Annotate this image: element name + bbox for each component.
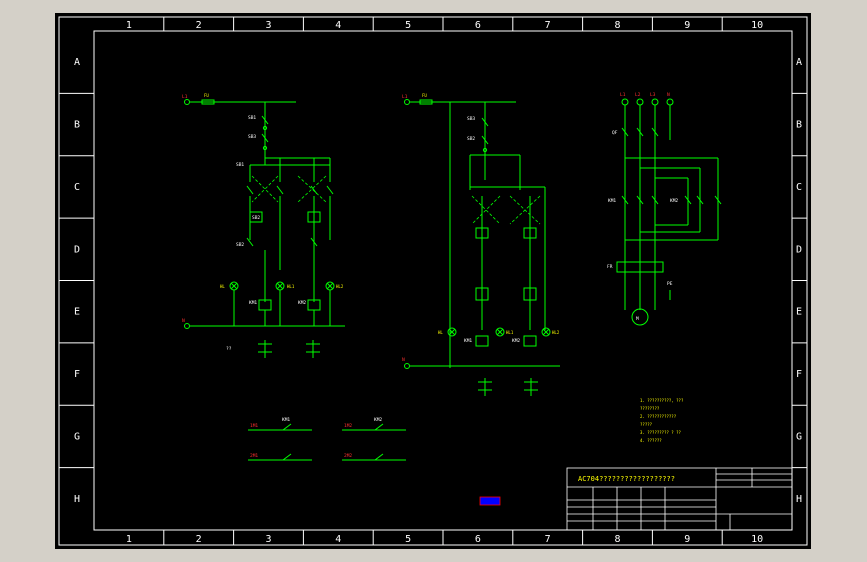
- zone-col-top: 2: [196, 20, 202, 31]
- c1-sb3-label: SB3: [248, 134, 256, 140]
- motor-km1-label: KM1: [608, 198, 616, 204]
- zone-row-right: G: [796, 431, 802, 442]
- c1-sb1-label: SB1: [248, 115, 256, 121]
- zone-row-left: F: [74, 369, 80, 380]
- zone-col-bottom: 9: [684, 534, 690, 545]
- technical-notes: 1. ??????????, ??? ???????? 2. ?????????…: [640, 398, 684, 443]
- phase-l2-label: L2: [635, 92, 641, 98]
- note-line-6: 4. ??????: [640, 438, 662, 443]
- pe-label: PE: [667, 281, 673, 287]
- c2-fuse-label: FU: [422, 93, 427, 98]
- c1-sb2-label: SB2: [252, 215, 260, 221]
- zone-col-top: 4: [335, 20, 341, 31]
- note-line-3: 2. ????????????: [640, 414, 677, 419]
- control-circuit-1: L1 FU N SB1 SB3 SB1: [182, 93, 345, 358]
- phase-n-label: N: [667, 92, 670, 98]
- zone-col-bottom: 1: [126, 534, 132, 545]
- title-block-title: AC704??????????????????: [578, 475, 675, 483]
- zone-col-top: 3: [265, 20, 271, 31]
- zone-col-top: 8: [614, 20, 620, 31]
- motor-km2-label: KM2: [670, 198, 678, 204]
- zone-col-bottom: 3: [265, 534, 271, 545]
- zone-col-top: 1: [126, 20, 132, 31]
- zone-row-left: D: [74, 244, 80, 255]
- il-a2-label: 1M2: [344, 423, 352, 429]
- il-km1-label: KM1: [282, 417, 290, 423]
- note-line-5: 3. ????????? ? ??: [640, 430, 682, 435]
- c1-fuse-label: FU: [204, 93, 209, 98]
- c2-lamp-label: HL: [438, 330, 443, 335]
- c2-lamp2-label: HL2: [552, 330, 560, 335]
- zone-col-bottom: 4: [335, 534, 341, 545]
- fr-label: FR: [607, 264, 613, 270]
- c2-stop-label: SB3: [467, 116, 475, 122]
- zone-col-bottom: 2: [196, 534, 202, 545]
- zone-row-right: H: [796, 494, 802, 505]
- qf-label: QF: [612, 130, 618, 136]
- c1-left-top-label: SB1: [236, 162, 244, 168]
- zone-col-top: 9: [684, 20, 690, 31]
- zone-col-bottom: 8: [614, 534, 620, 545]
- zone-row-left: G: [74, 431, 80, 442]
- c2-km1-label: KM1: [464, 338, 472, 344]
- zone-col-bottom: 5: [405, 534, 411, 545]
- c1-lamp2-label: HL2: [336, 284, 344, 289]
- motor-main-circuit: L1 L2 L3 N QF KM1 KM2 FR PE M: [607, 92, 722, 326]
- phase-l3-label: L3: [650, 92, 656, 98]
- c1-supply-top-label: L1: [182, 94, 188, 100]
- c1-sub-label: ??: [226, 346, 232, 352]
- zone-row-left: H: [74, 494, 80, 505]
- interlock-detail: KM1 1M1 2M1 KM2 1M2 2M2: [248, 417, 406, 461]
- note-line-2: ????????: [640, 406, 660, 411]
- c2-lamp1-label: HL1: [506, 330, 514, 335]
- c1-start-label: SB2: [236, 242, 244, 248]
- il-b2-label: 2M2: [344, 453, 352, 459]
- zone-row-left: C: [74, 182, 80, 193]
- title-block: AC704??????????????????: [566, 467, 793, 531]
- zone-col-bottom: 7: [545, 534, 551, 545]
- zone-row-left: A: [74, 57, 80, 68]
- c2-supply-bottom-label: N: [402, 357, 405, 363]
- phase-l1-label: L1: [620, 92, 626, 98]
- il-km2-label: KM2: [374, 417, 382, 423]
- c2-km2-label: KM2: [512, 338, 520, 344]
- zone-col-top: 10: [751, 20, 763, 31]
- note-line-1: 1. ??????????, ???: [640, 398, 684, 403]
- zone-row-right: C: [796, 182, 802, 193]
- zone-row-right: F: [796, 369, 802, 380]
- zone-col-bottom: 10: [751, 534, 763, 545]
- c1-lamp1-label: HL1: [287, 284, 295, 289]
- note-line-4: ?????: [640, 422, 653, 427]
- c1-km2-coil-label: KM2: [298, 300, 306, 306]
- zone-row-left: B: [74, 120, 80, 131]
- zone-row-right: D: [796, 244, 802, 255]
- c1-lamp-label: HL: [220, 284, 225, 289]
- origin-marker: [479, 496, 501, 506]
- zone-col-bottom: 6: [475, 534, 481, 545]
- c2-start-label: SB2: [467, 136, 475, 142]
- zone-row-left: E: [74, 307, 80, 318]
- il-b1-label: 2M1: [250, 453, 258, 459]
- sheet: [55, 13, 811, 549]
- zone-row-right: A: [796, 57, 802, 68]
- zone-col-top: 6: [475, 20, 481, 31]
- zone-col-top: 5: [405, 20, 411, 31]
- zone-col-top: 7: [545, 20, 551, 31]
- zone-row-right: B: [796, 120, 802, 131]
- zone-row-right: E: [796, 307, 802, 318]
- c2-supply-top-label: L1: [402, 94, 408, 100]
- c1-km1-coil-label: KM1: [249, 300, 257, 306]
- c1-supply-bottom-label: N: [182, 318, 185, 324]
- motor-symbol-label: M: [636, 316, 639, 322]
- il-a1-label: 1M1: [250, 423, 258, 429]
- control-circuit-2: L1 FU SB3 SB2 HL HL1 HL2: [402, 93, 560, 396]
